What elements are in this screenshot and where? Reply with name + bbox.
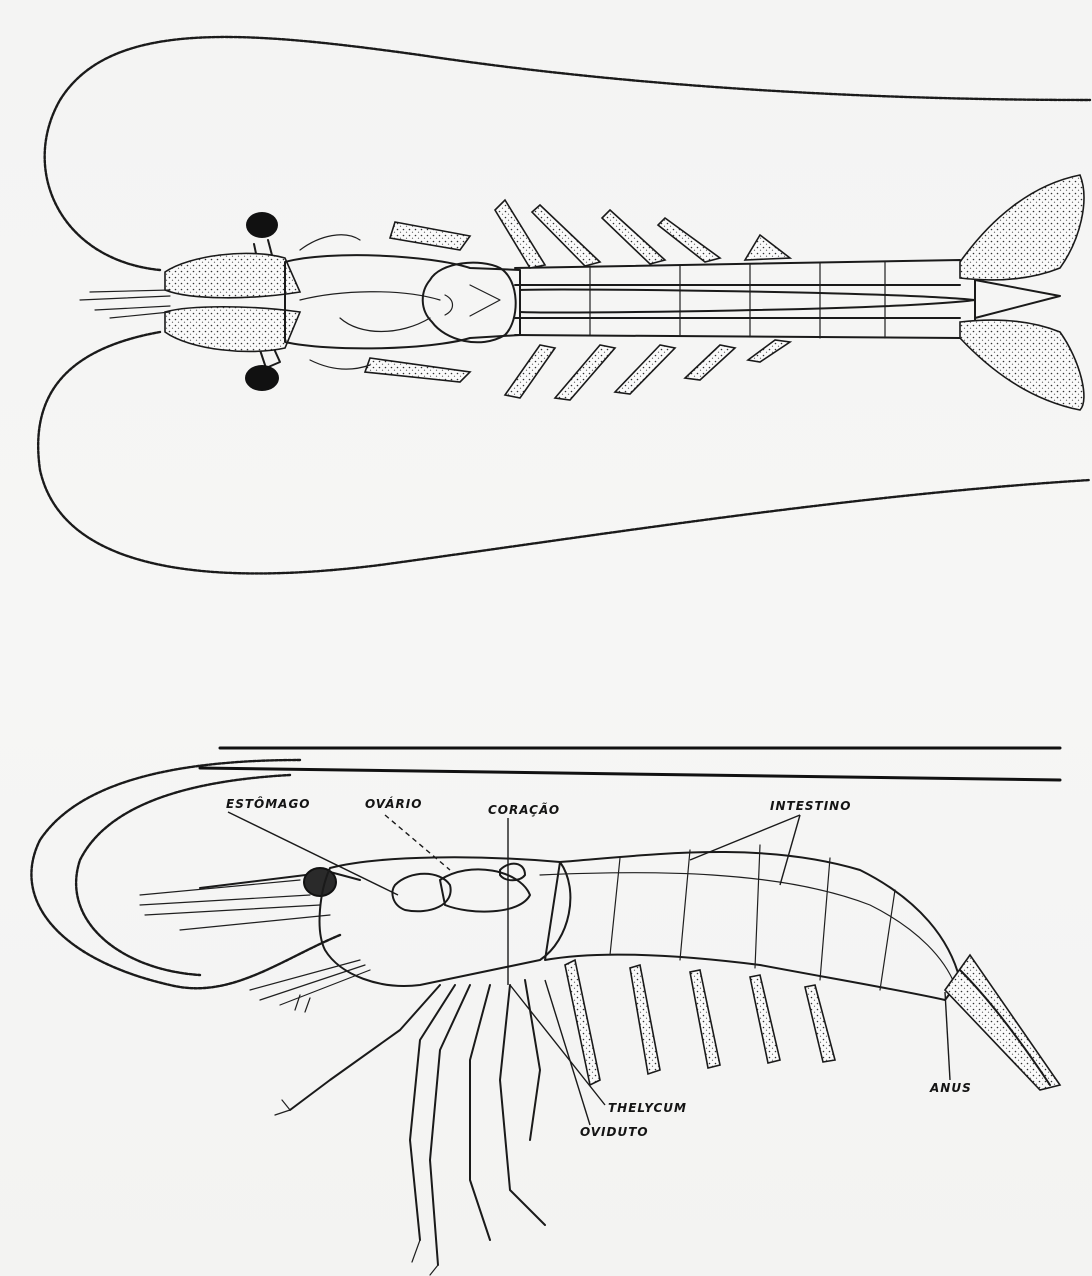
lateral-ovary [440, 869, 530, 911]
lateral-view-shrimp [31, 748, 1060, 1275]
labels: ESTÔMAGO OVÁRIO CORAÇÃO INTESTINO ANUS T… [226, 796, 972, 1139]
dorsal-upper-antennal-scale [165, 253, 300, 297]
lateral-eye [304, 868, 336, 896]
label-anus: ANUS [929, 1081, 972, 1095]
lateral-telson [945, 955, 1060, 1090]
leader-anus [945, 992, 950, 1080]
dorsal-abdomen [515, 260, 975, 338]
lateral-pleopods [565, 960, 835, 1085]
dorsal-tail-fan [960, 175, 1084, 410]
dorsal-pleopods-lower [505, 340, 790, 400]
label-ovario: OVÁRIO [365, 796, 422, 811]
label-intestino: INTESTINO [770, 799, 851, 813]
dorsal-lower-antenna [38, 332, 1090, 573]
label-oviduto: OVIDUTO [580, 1125, 649, 1139]
leader-ovario [385, 815, 450, 870]
lateral-antenna-streak-2 [200, 768, 1060, 780]
dorsal-stomach-region [423, 263, 516, 343]
label-estomago: ESTÔMAGO [226, 796, 311, 811]
dorsal-lower-antennal-scale [165, 307, 300, 352]
leader-intestino-2 [780, 815, 800, 885]
dorsal-carapace [285, 255, 520, 348]
lateral-walking-legs [275, 980, 545, 1275]
label-coracao: CORAÇÃO [488, 802, 560, 817]
dorsal-view-shrimp [38, 37, 1090, 573]
label-thelycum: THELYCUM [608, 1101, 687, 1115]
dorsal-pleopods-upper [495, 200, 790, 268]
